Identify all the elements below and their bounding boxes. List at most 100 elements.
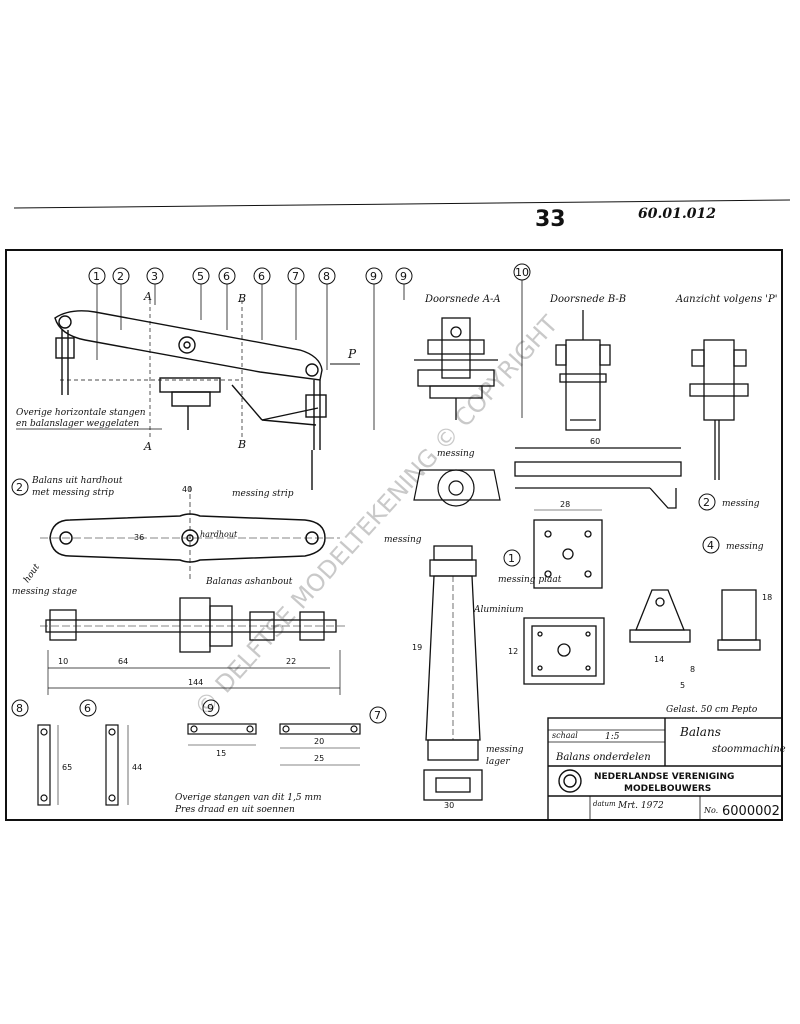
date-value: Mrt. 1972 xyxy=(617,801,664,811)
copyright-watermark: © DELFTSE MODELTEKENING © COPYRIGHT xyxy=(189,310,564,722)
dim-8: 8 xyxy=(690,665,695,674)
square-plate-bottom xyxy=(523,617,605,685)
link-part-6 xyxy=(105,724,129,806)
doorsnede-bb-title: Doorsnede B-B xyxy=(549,294,626,305)
title-line-1: Balans xyxy=(679,725,721,739)
callout-10: 10 xyxy=(515,266,529,279)
balans-note-line-2: met messing strip xyxy=(32,488,114,498)
dim-36: 36 xyxy=(134,533,144,542)
org-line-2: MODELBOUWERS xyxy=(624,784,711,794)
dim-5: 5 xyxy=(680,681,685,690)
drawing-subtitle: Balans onderdelen xyxy=(555,752,651,763)
link-part-7 xyxy=(279,723,361,766)
hardhout-label: hardhout xyxy=(200,530,238,539)
dim-18: 18 xyxy=(762,593,772,602)
dim-15: 15 xyxy=(216,749,226,758)
messing-note-middle: messing xyxy=(437,449,475,459)
dim-10: 10 xyxy=(58,657,68,666)
dim-19: 19 xyxy=(412,643,422,652)
callout-2: 2 xyxy=(117,270,124,283)
messing-note-bottom: messing xyxy=(486,745,524,755)
callout-part-9: 9 xyxy=(207,702,214,715)
callout-3: 3 xyxy=(151,270,158,283)
aanzicht-p-title: Aanzicht volgens 'P' xyxy=(675,294,778,305)
messing-strip-label: messing strip xyxy=(232,489,294,499)
messing-note-right-1: messing xyxy=(722,499,760,509)
section-mark-A-top: A xyxy=(143,290,152,303)
callout-1: 1 xyxy=(93,270,100,283)
dim-22: 22 xyxy=(286,657,296,666)
linkage-note-line-2: en balanslager weggelaten xyxy=(16,419,139,429)
callout-part-2-right: 2 xyxy=(703,496,710,509)
callout-part-1: 1 xyxy=(508,552,515,565)
bearing-part-view xyxy=(413,469,501,507)
drawing-frame xyxy=(5,249,783,821)
callout-6b: 6 xyxy=(258,270,265,283)
callout-5: 5 xyxy=(197,270,204,283)
dim-30: 30 xyxy=(444,801,454,810)
number-label: No. xyxy=(703,806,718,815)
dim-14: 14 xyxy=(654,655,664,664)
messing-stage-label: messing stage xyxy=(12,587,77,597)
section-mark-A-bottom: A xyxy=(143,440,152,453)
top-callout-row: 1 2 3 5 6 6 7 8 9 9 10 xyxy=(88,263,531,285)
section-bb-view xyxy=(555,310,611,431)
section-mark-P: P xyxy=(347,347,357,361)
dim-20: 20 xyxy=(314,737,324,746)
dim-60: 60 xyxy=(590,437,600,446)
dim-28: 28 xyxy=(560,500,570,509)
callout-part-7: 7 xyxy=(374,709,381,722)
callout-9b: 9 xyxy=(400,270,407,283)
dim-144: 144 xyxy=(188,678,203,687)
dim-25: 25 xyxy=(314,754,324,763)
dim-64: 64 xyxy=(118,657,128,666)
title-line-2: stoommachine xyxy=(712,744,786,755)
messing-note-column: messing xyxy=(384,535,422,545)
stangen-note-line-2: Pres draad en uit soennen xyxy=(174,805,295,815)
beam-assembly-view xyxy=(54,310,327,490)
callout-7: 7 xyxy=(292,270,299,283)
section-mark-B-bottom: B xyxy=(237,438,246,451)
drawing-number: 6000002 xyxy=(722,804,780,819)
callout-part-4: 4 xyxy=(707,539,714,552)
sheet-number: 33 xyxy=(535,207,566,232)
date-label: datum xyxy=(593,800,616,808)
callout-8: 8 xyxy=(323,270,330,283)
callout-part-2-left: 2 xyxy=(16,481,23,494)
callout-9a: 9 xyxy=(370,270,377,283)
drawing-ref: 60.01.012 xyxy=(638,206,716,222)
lager-label: lager xyxy=(486,757,510,767)
scale-label: schaal xyxy=(552,731,578,740)
org-line-1: NEDERLANDSE VERENIGING xyxy=(594,772,734,782)
square-plate-top xyxy=(533,509,603,589)
callout-part-8: 8 xyxy=(16,702,23,715)
doorsnede-aa-title: Doorsnede A-A xyxy=(424,294,501,305)
view-p xyxy=(689,339,749,480)
link-part-8 xyxy=(37,724,59,806)
callout-6a: 6 xyxy=(223,270,230,283)
linkage-note-line-1: Overige horizontale stangen xyxy=(16,408,146,418)
dim-44: 44 xyxy=(132,763,142,772)
callout-part-6: 6 xyxy=(84,702,91,715)
scale-value: 1:5 xyxy=(605,732,620,742)
balance-beam-view xyxy=(40,486,340,580)
column-part-view xyxy=(423,545,483,801)
hout-label: hout xyxy=(22,562,42,585)
dim-12: 12 xyxy=(508,647,518,656)
balans-note-line-1: Balans uit hardhout xyxy=(31,476,123,486)
shaft-view xyxy=(40,597,345,653)
title-block xyxy=(547,717,783,821)
bracket-part-4 xyxy=(629,589,761,651)
section-aa-view xyxy=(414,317,498,420)
balanas-ashanbout-label: Balanas ashanbout xyxy=(205,577,293,587)
stangen-note-line-1: Overige stangen van dit 1,5 mm xyxy=(175,793,322,803)
bracket-bar-view xyxy=(514,447,682,509)
dim-65: 65 xyxy=(62,763,72,772)
link-part-9 xyxy=(187,723,257,746)
dim-40: 40 xyxy=(182,485,192,494)
section-mark-B-top: B xyxy=(237,292,246,305)
messing-note-part-4: messing xyxy=(726,542,764,552)
messing-plaat-label: messing plaat xyxy=(498,575,562,585)
aluminium-label: Aluminium xyxy=(473,605,524,615)
